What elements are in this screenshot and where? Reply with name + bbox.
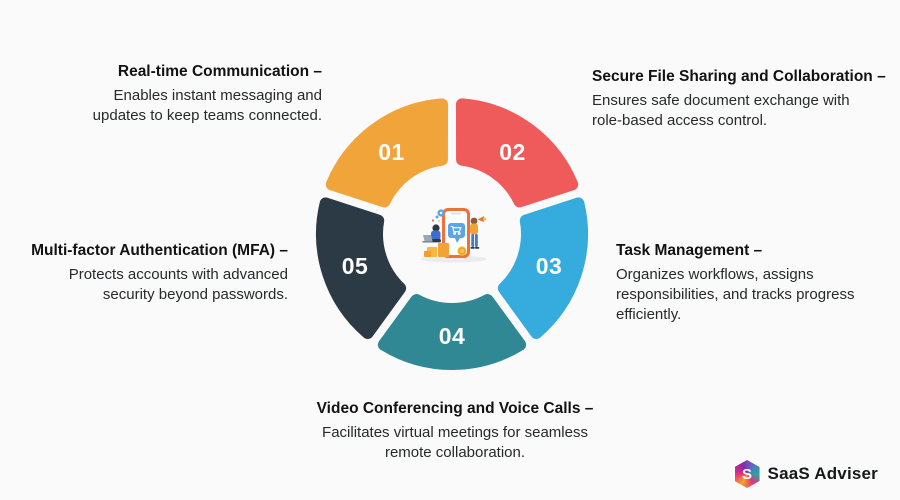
segment-number-03: 03 bbox=[536, 253, 563, 279]
donut-segment-05 bbox=[316, 197, 407, 339]
donut-segment-01 bbox=[325, 98, 449, 208]
feature-donut: 01 02 03 04 05 bbox=[302, 84, 602, 384]
feature-title: Video Conferencing and Voice Calls – bbox=[316, 400, 594, 417]
feature-block-video-conferencing: Video Conferencing and Voice Calls – Fac… bbox=[295, 399, 615, 463]
feature-title: Multi-factor Authentication (MFA) – bbox=[31, 242, 288, 259]
feature-description: Facilitates virtual meetings for seamles… bbox=[322, 423, 588, 462]
brand-logo: S SaaS Adviser bbox=[734, 460, 878, 488]
donut-segment-04 bbox=[377, 294, 527, 370]
feature-block-task-management: Task Management – Organizes workflows, a… bbox=[616, 241, 886, 326]
saas-adviser-logo-icon: S bbox=[734, 460, 760, 488]
feature-description: Ensures safe document exchange with role… bbox=[592, 91, 850, 130]
feature-title: Secure File Sharing and Collaboration – bbox=[592, 68, 886, 85]
center-illustration bbox=[421, 208, 487, 263]
segment-number-04: 04 bbox=[439, 323, 466, 349]
segment-number-05: 05 bbox=[342, 253, 369, 279]
feature-block-realtime-communication: Real-time Communication – Enables instan… bbox=[42, 62, 322, 126]
segment-number-01: 01 bbox=[378, 139, 405, 165]
segment-number-02: 02 bbox=[499, 139, 526, 165]
feature-description: Enables instant messaging and updates to… bbox=[92, 86, 322, 125]
feature-description: Protects accounts with advanced security… bbox=[68, 265, 288, 304]
donut-svg: 01 02 03 04 05 bbox=[316, 98, 588, 370]
donut-segment-03 bbox=[497, 197, 588, 339]
brand-name: SaaS Adviser bbox=[767, 464, 878, 483]
donut-segment-02 bbox=[455, 98, 579, 208]
feature-description: Organizes workflows, assigns responsibil… bbox=[616, 265, 855, 324]
feature-block-mfa: Multi-factor Authentication (MFA) – Prot… bbox=[0, 241, 288, 305]
feature-title: Real-time Communication – bbox=[117, 63, 322, 80]
logo-monogram: S bbox=[742, 465, 753, 483]
feature-block-secure-file-sharing: Secure File Sharing and Collaboration – … bbox=[592, 67, 892, 131]
feature-title: Task Management – bbox=[616, 242, 763, 259]
